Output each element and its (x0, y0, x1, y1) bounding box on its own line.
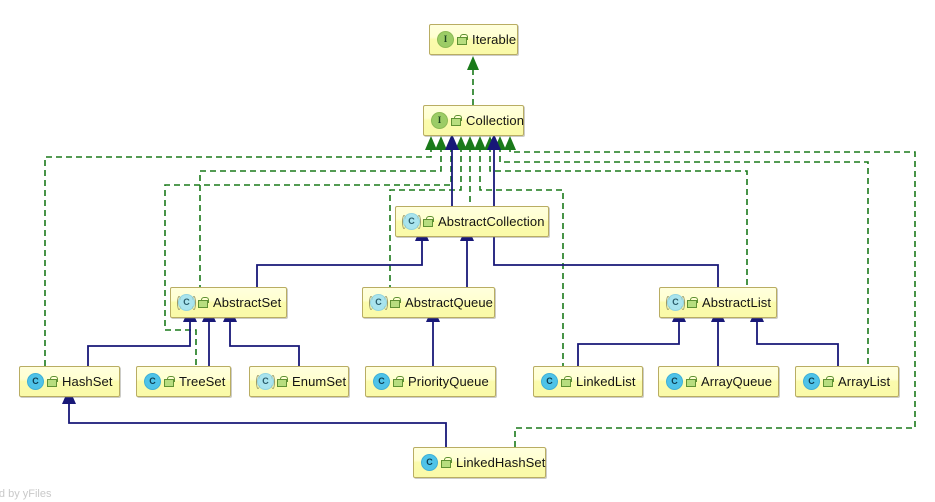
public-lock-icon (686, 376, 697, 387)
node-arrayqueue[interactable]: C ArrayQueue (658, 366, 779, 397)
public-lock-icon (277, 376, 288, 387)
yfiles-watermark: ered by yFiles (0, 488, 52, 500)
edge-treeset-collection (164, 146, 452, 366)
arrowhead-iterable (467, 56, 479, 70)
node-label: HashSet (62, 374, 113, 389)
generalization-arrowheads (62, 134, 764, 404)
class-icon: C (402, 213, 421, 230)
node-label: AbstractQueue (405, 295, 494, 310)
node-label: Iterable (472, 32, 517, 47)
node-arraylist[interactable]: C ArrayList (795, 366, 899, 397)
edge-hashset-collection (44, 146, 432, 366)
node-label: AbstractSet (213, 295, 282, 310)
node-label: TreeSet (179, 374, 226, 389)
node-linkedhashset[interactable]: C LinkedHashSet (413, 447, 546, 478)
class-icon: C (373, 373, 390, 390)
node-priorityqueue[interactable]: C PriorityQueue (365, 366, 496, 397)
public-lock-icon (457, 34, 468, 45)
node-label: ArrayList (838, 374, 891, 389)
node-label: LinkedList (576, 374, 636, 389)
edge-arraylist-collection (499, 146, 869, 366)
public-lock-icon (441, 457, 452, 468)
edge-abstractset-abstractcollection (256, 237, 423, 287)
class-icon: C (256, 373, 275, 390)
public-lock-icon (198, 297, 209, 308)
interface-icon: I (437, 31, 454, 48)
node-abstractcollection[interactable]: C AbstractCollection (395, 206, 549, 237)
node-label: LinkedHashSet (456, 455, 546, 470)
class-icon: C (27, 373, 44, 390)
edge-arraylist-abstractlist (756, 318, 839, 366)
public-lock-icon (390, 297, 401, 308)
edge-hashset-abstractset (87, 318, 191, 366)
node-collection[interactable]: I Collection (423, 105, 524, 136)
node-label: Collection (466, 113, 525, 128)
node-label: PriorityQueue (408, 374, 489, 389)
node-label: AbstractCollection (438, 214, 545, 229)
public-lock-icon (47, 376, 58, 387)
node-label: ArrayQueue (701, 374, 773, 389)
class-icon: C (541, 373, 558, 390)
class-icon: C (666, 373, 683, 390)
node-hashset[interactable]: C HashSet (19, 366, 120, 397)
public-lock-icon (687, 297, 698, 308)
node-abstractset[interactable]: C AbstractSet (170, 287, 287, 318)
node-enumset[interactable]: C EnumSet (249, 366, 349, 397)
class-icon: C (421, 454, 438, 471)
public-lock-icon (561, 376, 572, 387)
class-icon: C (666, 294, 685, 311)
interface-icon: I (431, 112, 448, 129)
edge-enumset-abstractset (229, 318, 300, 366)
node-linkedlist[interactable]: C LinkedList (533, 366, 643, 397)
class-icon: C (144, 373, 161, 390)
node-iterable[interactable]: I Iterable (429, 24, 518, 55)
public-lock-icon (423, 216, 434, 227)
edge-linkedlist-collection (479, 146, 564, 366)
class-icon: C (177, 294, 196, 311)
node-label: AbstractList (702, 295, 772, 310)
edge-linkedhashset-hashset (68, 400, 447, 447)
class-icon: C (369, 294, 388, 311)
node-treeset[interactable]: C TreeSet (136, 366, 231, 397)
edge-linkedlist-abstractlist (577, 318, 680, 366)
public-lock-icon (823, 376, 834, 387)
public-lock-icon (164, 376, 175, 387)
node-abstractqueue[interactable]: C AbstractQueue (362, 287, 495, 318)
node-label: EnumSet (292, 374, 347, 389)
public-lock-icon (451, 115, 462, 126)
node-abstractlist[interactable]: C AbstractList (659, 287, 777, 318)
class-icon: C (803, 373, 820, 390)
public-lock-icon (393, 376, 404, 387)
